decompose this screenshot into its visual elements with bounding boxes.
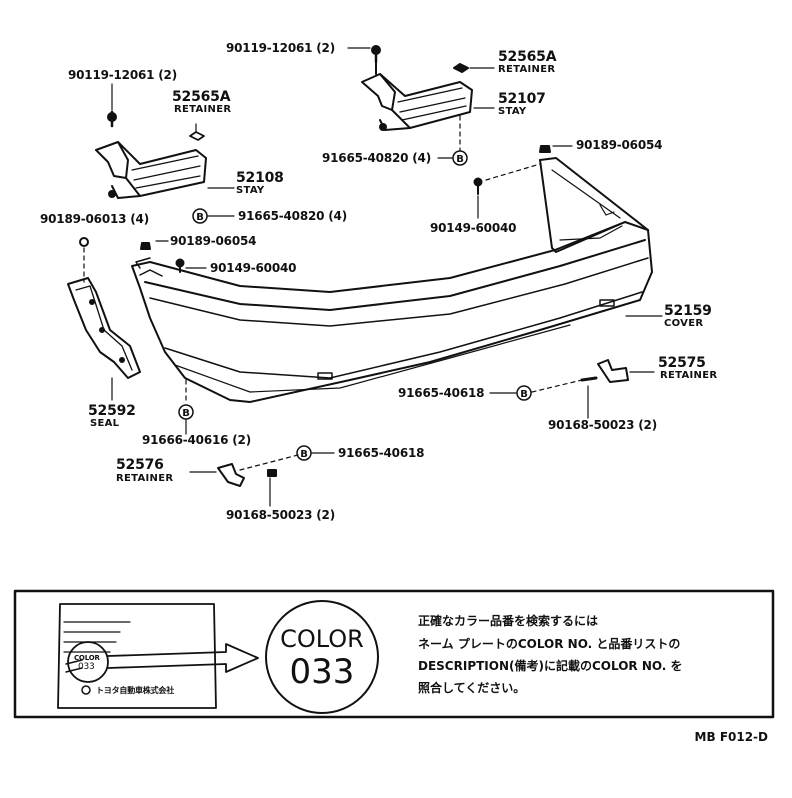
bolt-90119-left	[107, 110, 117, 128]
callout-screw-90168-50023-left: 90168-50023 (2)	[226, 508, 335, 522]
svg-text:B: B	[196, 212, 204, 223]
callout-clip-91665-40820-left: 91665-40820 (4)	[238, 209, 347, 223]
nut-90189-06054-left	[140, 242, 151, 250]
screw-90168-right	[580, 376, 598, 382]
clip-b-marker-lower-left: B	[178, 404, 194, 420]
color-note-box	[13, 589, 775, 719]
callout-nut-90189-06054-left: 90189-06054	[170, 234, 257, 248]
note-line-4: 照合してください。	[418, 681, 526, 695]
callout-cover-52159: 52159	[664, 303, 712, 319]
callout-clip-90189-06013: 90189-06013 (4)	[40, 212, 149, 226]
svg-text:B: B	[300, 449, 308, 460]
callout-seal-52592-sub: SEAL	[90, 418, 120, 429]
callout-52565a-right: 52565A	[498, 49, 557, 65]
nut-90189-06054-right	[539, 145, 551, 153]
callout-retainer-52576: 52576	[116, 457, 164, 473]
screw-90149-60040-left	[175, 258, 185, 273]
retainer-52565a-left	[189, 131, 205, 141]
clip-b-marker-upper-right: B	[452, 150, 468, 166]
callout-retainer-52575-sub: RETAINER	[660, 370, 718, 381]
callout-retainer-52575: 52575	[658, 355, 706, 371]
bolt-90119-right	[371, 45, 381, 64]
clip-b-marker-lower-right: B	[516, 385, 532, 401]
callout-clip-91665-40618-bottom: 91665-40618	[338, 446, 425, 460]
callout-stay-52107-sub: STAY	[498, 106, 527, 117]
clip-b-marker-bottom: B	[296, 445, 312, 461]
callout-clip-91666-40616: 91666-40616 (2)	[142, 433, 251, 447]
plate-maker-text: トヨタ自動車株式会社	[96, 686, 174, 695]
figure-code: MB F012-D	[694, 730, 768, 744]
retainer-52575-shape	[597, 359, 629, 383]
callout-bolt-90119-left: 90119-12061 (2)	[68, 68, 177, 82]
note-line-1: 正確なカラー品番を検索するには	[418, 614, 599, 628]
callout-clip-91665-40820-right: 91665-40820 (4)	[322, 151, 431, 165]
note-line-2: ネーム プレートのCOLOR NO. と品番リストの	[418, 637, 681, 651]
callout-retainer-52576-sub: RETAINER	[116, 473, 174, 484]
callout-clip-91665-40618-right: 91665-40618	[398, 386, 485, 400]
dashed-leader-lines	[83, 115, 583, 471]
screw-90168-left	[267, 469, 277, 477]
callout-seal-52592: 52592	[88, 403, 136, 419]
callout-stay-52107: 52107	[498, 91, 546, 107]
clip-90189-06013	[79, 237, 89, 247]
callout-cover-52159-sub: COVER	[664, 318, 704, 329]
callout-screw-90168-50023-right: 90168-50023 (2)	[548, 418, 657, 432]
svg-text:B: B	[456, 154, 464, 165]
leader-lines	[111, 47, 663, 507]
stay-52108-shape	[95, 141, 207, 199]
svg-text:B: B	[520, 389, 528, 400]
color-circle-number: 033	[289, 652, 355, 692]
plate-color-code: 033	[78, 662, 95, 672]
callout-stay-52108-sub: STAY	[236, 185, 265, 196]
plate-color-label: COLOR	[74, 654, 100, 662]
svg-text:B: B	[182, 408, 190, 419]
stay-52107-shape	[361, 59, 473, 131]
callout-nut-90189-06054-right: 90189-06054	[576, 138, 663, 152]
callout-screw-90149-60040-right: 90149-60040	[430, 221, 517, 235]
clip-b-marker-upper-left: B	[192, 208, 208, 224]
note-line-3: DESCRIPTION(備考)に記載のCOLOR NO. を	[418, 659, 683, 673]
screw-90149-60040-right	[473, 177, 483, 195]
callout-52565a-right-sub: RETAINER	[498, 64, 556, 75]
seal-52592-shape	[67, 277, 141, 379]
callout-stay-52108: 52108	[236, 170, 284, 186]
callout-bolt-90119-right: 90119-12061 (2)	[226, 41, 335, 55]
callout-52565a-left: 52565A	[172, 89, 231, 105]
callout-52565a-left-sub: RETAINER	[174, 104, 232, 115]
retainer-52565a-right	[453, 63, 469, 73]
bumper-cover-shape	[131, 157, 653, 403]
callout-screw-90149-60040-left: 90149-60040	[210, 261, 297, 275]
color-circle-label: COLOR	[280, 625, 364, 653]
retainer-52576-shape	[217, 463, 245, 487]
